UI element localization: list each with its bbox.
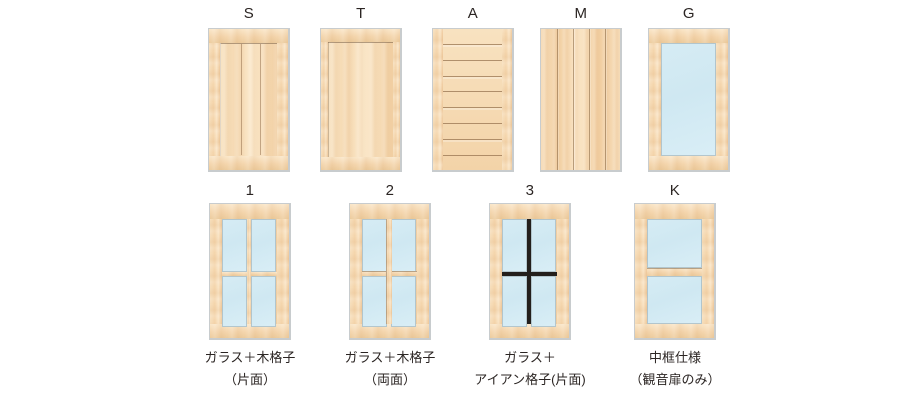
glass-pane-2 [531, 219, 556, 272]
glass-pane-3 [502, 276, 527, 327]
panel-groove-2 [260, 44, 261, 155]
stile-right [393, 29, 400, 170]
glass-pane-2 [251, 219, 276, 272]
door-figure-2[interactable] [349, 203, 431, 340]
rail-top [209, 29, 288, 43]
stile-right [502, 29, 512, 170]
door-caption-2-line1: ガラス＋木格子 [344, 350, 436, 365]
glass-pane-1 [222, 219, 247, 272]
stile-left [209, 29, 220, 170]
door-body-1 [210, 204, 289, 338]
door-body-s [209, 29, 288, 170]
door-figure-3[interactable] [489, 203, 571, 340]
stile-right [716, 29, 728, 170]
door-figure-t[interactable] [320, 28, 402, 172]
glass-pane-3 [222, 276, 247, 327]
slat-stack [443, 29, 502, 170]
stile-left [649, 29, 661, 170]
glass-pane-1 [362, 219, 387, 272]
door-figure-g[interactable] [648, 28, 730, 172]
rail-top [649, 29, 728, 43]
rail-top [321, 29, 400, 42]
glass-pane-4 [251, 276, 276, 327]
door-caption-3-line1: ガラス＋ [504, 350, 556, 365]
center-panel-t [328, 42, 393, 157]
center-panel-s [220, 43, 277, 156]
rail-bottom [649, 156, 728, 170]
middle-rail [647, 268, 702, 276]
door-code-label-a: A [467, 5, 479, 22]
door-figure-m[interactable] [540, 28, 622, 172]
stile-left [321, 29, 328, 170]
rail-bottom [321, 157, 400, 170]
door-code-label-s: S [243, 5, 255, 22]
door-code-label-g: G [682, 5, 696, 22]
door-body-g [649, 29, 728, 170]
door-figure-1[interactable] [209, 203, 291, 340]
stile-left [433, 29, 443, 170]
iron-bar-horizontal [502, 272, 557, 276]
door-code-label-1: 1 [245, 182, 255, 199]
glass-pane-3 [362, 276, 387, 327]
glass-pane-1 [647, 219, 702, 268]
door-body-3 [490, 204, 569, 338]
door-figure-a[interactable] [432, 28, 514, 172]
glass-pane-4 [531, 276, 556, 327]
door-body-t [321, 29, 400, 170]
door-body-m [541, 29, 620, 170]
lattice-vertical [247, 219, 251, 324]
glass-pane-1 [661, 43, 716, 156]
glass-pane-4 [391, 276, 416, 327]
door-caption-1-line2: （片面） [223, 372, 276, 387]
stile-right [277, 29, 288, 170]
door-caption-1-line1: ガラス＋木格子 [204, 350, 296, 365]
iron-bar-vertical [527, 219, 531, 324]
door-body-2 [350, 204, 429, 338]
glass-pane-2 [647, 276, 702, 324]
glass-pane-1 [502, 219, 527, 272]
rail-bottom [209, 156, 288, 170]
door-code-label-m: M [574, 5, 588, 22]
door-caption-k-line1: 中框仕様 [648, 350, 701, 365]
door-figure-k[interactable] [634, 203, 716, 340]
door-caption-k-line2: （観音扉のみ） [629, 372, 721, 387]
door-caption-2-line2: （両面） [363, 372, 416, 387]
glass-pane-2 [391, 219, 416, 272]
door-body-k [635, 204, 714, 338]
door-figure-s[interactable] [208, 28, 290, 172]
door-code-label-2: 2 [385, 182, 395, 199]
lattice-vertical [386, 219, 392, 324]
door-caption-3-line2: アイアン格子(片面) [474, 372, 586, 387]
door-code-label-t: T [356, 5, 366, 22]
panel-highlight [220, 43, 221, 156]
door-code-label-k: K [669, 182, 681, 199]
door-code-label-3: 3 [525, 182, 535, 199]
panel-groove-1 [241, 44, 242, 155]
door-body-a [433, 29, 512, 170]
